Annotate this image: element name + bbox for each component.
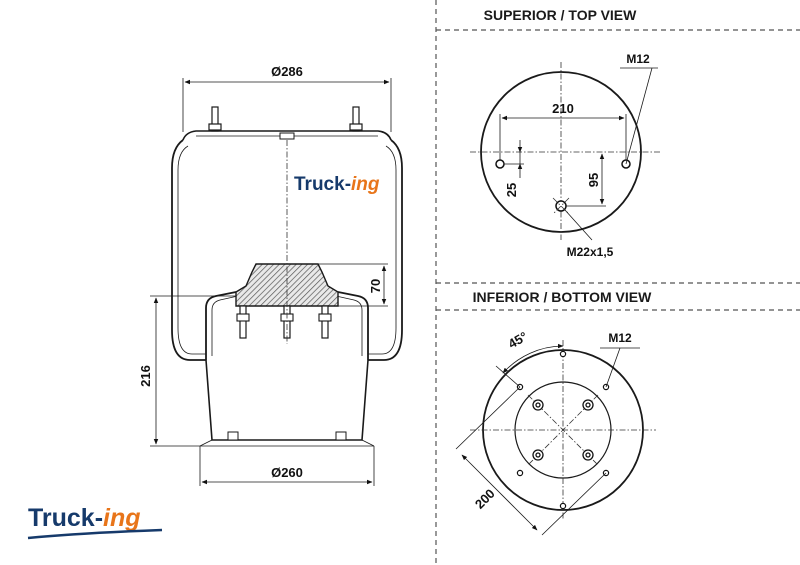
dim-piston-height: 70 [368,279,383,293]
svg-text:Truck-ing: Truck-ing [28,504,141,532]
brand-logo-accent: ing [103,504,141,532]
bottom-hole-5 [516,469,524,477]
top-stud-right [349,106,363,132]
dim-offset-95: 95 [586,173,601,187]
body-logo-accent: ing [351,174,380,195]
dim-height: 216 [138,365,153,387]
bottom-view-title: INFERIOR / BOTTOM VIEW [473,289,652,305]
top-stud-hole-left [495,159,505,169]
top-stud-thread-label: M12 [626,52,650,66]
brand-logo: Truck-ing [27,504,163,540]
svg-text:Truck-ing: Truck-ing [294,174,380,195]
bottom-view: 45° M12 200 [455,329,656,536]
dim-stud-spacing: 210 [552,101,574,116]
bead-plate-section [235,263,339,307]
body-logo-main: Truck- [294,174,351,195]
air-port-label: M22x1,5 [567,245,614,259]
top-view: 210 25 95 M12 M22x1,5 [470,52,660,259]
brand-logo-main: Truck- [28,504,103,532]
bottom-hole-2 [559,502,567,510]
side-view: Truck-ing Ø286 Ø260 216 70 [138,64,403,486]
dim-bottom-diameter: Ø260 [271,465,303,480]
bottom-hole-1 [559,350,567,358]
dim-angle: 45° [505,329,530,352]
dim-offset-25: 25 [504,183,519,197]
dim-top-diameter: Ø286 [271,64,303,79]
top-view-title: SUPERIOR / TOP VIEW [484,7,638,23]
dim-bolt-diameter: 200 [472,486,498,512]
view-separators [435,0,800,565]
top-stud-left [208,106,222,132]
piston-stud-left [236,305,250,339]
bottom-studs [532,399,594,461]
bottom-stud-thread-label: M12 [608,331,632,345]
body-logo: Truck-ing [294,174,380,195]
piston-stud-right [318,305,332,339]
